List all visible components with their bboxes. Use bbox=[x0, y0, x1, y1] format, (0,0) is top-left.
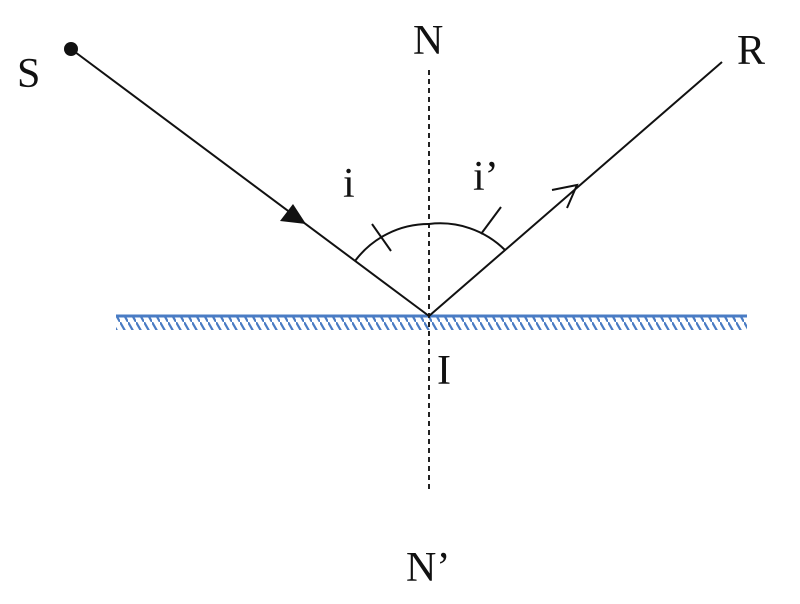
incidence-angle-tick bbox=[371, 223, 392, 252]
reflected-arrowhead bbox=[551, 183, 579, 209]
incidence-angle-arc bbox=[354, 222, 430, 262]
mirror-hatching bbox=[116, 316, 747, 330]
mirror bbox=[116, 314, 747, 330]
reflection-angle-arc bbox=[428, 222, 506, 251]
incidence-angle-label: i bbox=[343, 161, 355, 207]
reflected-label: R bbox=[737, 28, 765, 74]
incidence-point-label: I bbox=[437, 348, 451, 394]
normal-top-label: N bbox=[413, 18, 443, 64]
source-label: S bbox=[17, 51, 40, 97]
incident-ray-line bbox=[70, 48, 430, 317]
incident-ray bbox=[64, 42, 430, 317]
angle-marks bbox=[354, 206, 506, 262]
reflection-angle-label: i’ bbox=[473, 154, 499, 200]
reflected-ray bbox=[428, 61, 723, 317]
incident-arrowhead bbox=[280, 204, 306, 224]
normal-bottom-label: N’ bbox=[406, 545, 450, 591]
reflection-angle-tick bbox=[480, 206, 502, 235]
